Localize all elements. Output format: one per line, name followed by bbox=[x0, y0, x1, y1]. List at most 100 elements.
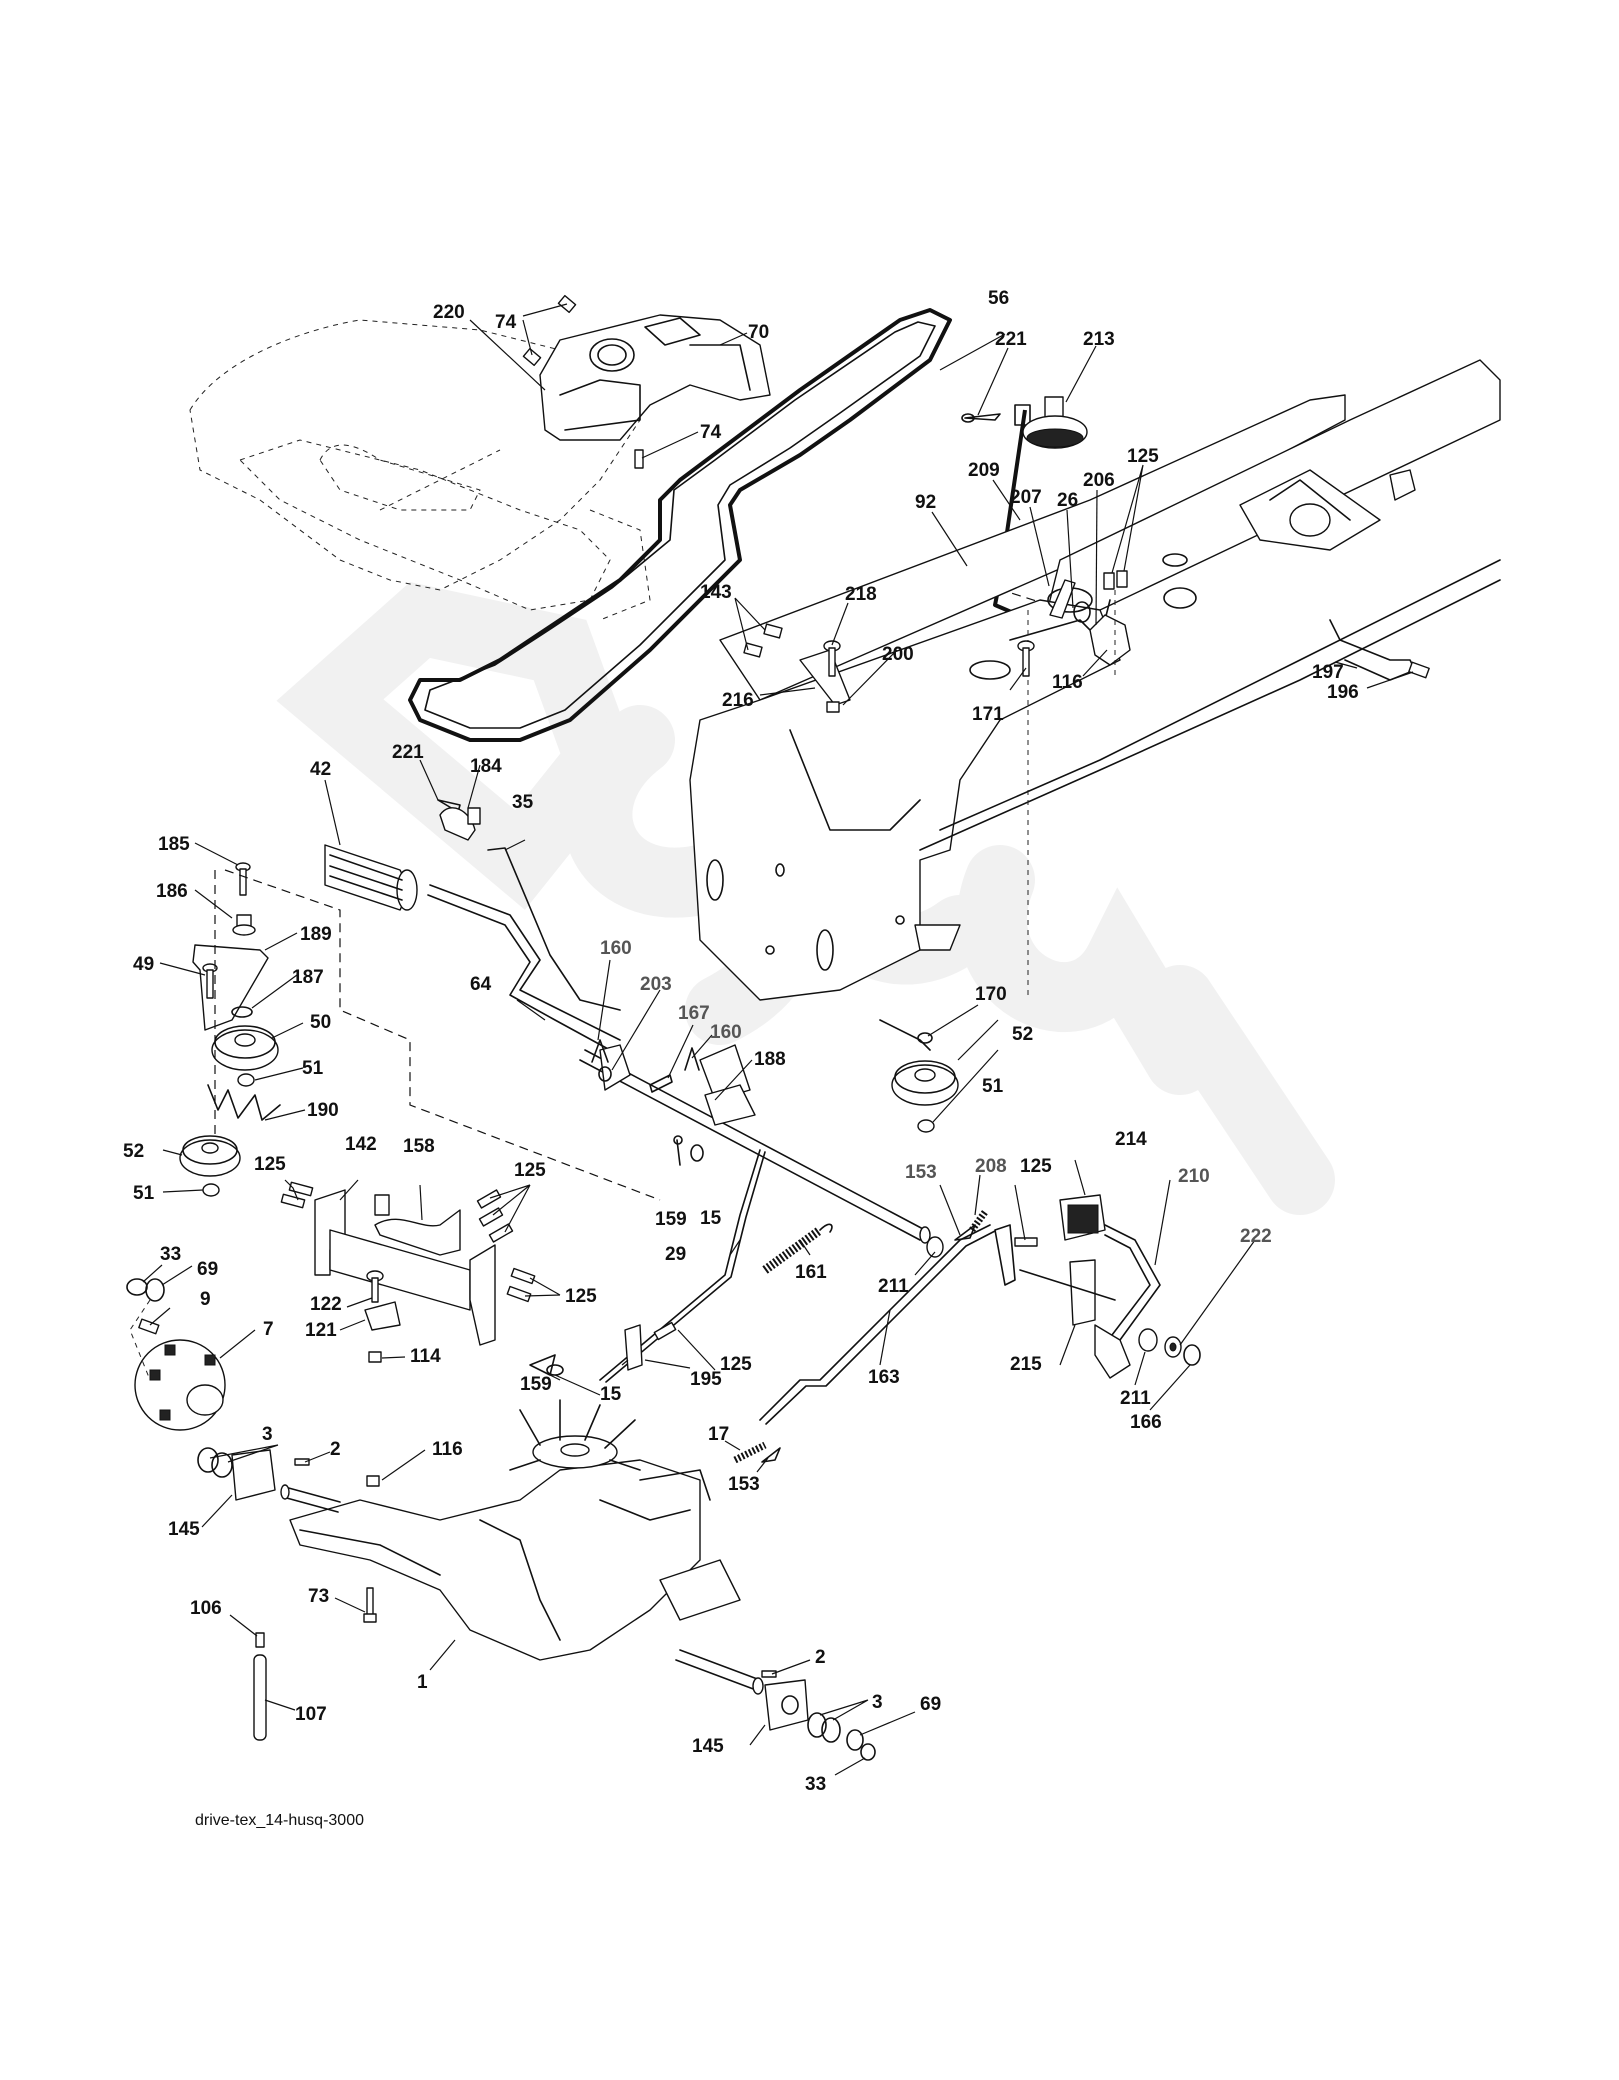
part-206-plate[interactable] bbox=[1089, 614, 1131, 666]
part-125-bolts-bracket[interactable] bbox=[280, 1181, 536, 1303]
part-160-clips[interactable] bbox=[591, 1039, 700, 1071]
part-170-arm[interactable] bbox=[879, 1019, 933, 1051]
part-221-hairpin[interactable] bbox=[961, 413, 1001, 423]
label-189[interactable]: 189 bbox=[300, 924, 332, 945]
label-26[interactable]: 26 bbox=[1057, 490, 1078, 511]
label-167[interactable]: 167 bbox=[678, 1003, 710, 1024]
part-3-seals-b[interactable] bbox=[807, 1712, 841, 1743]
part-2-key-b[interactable] bbox=[761, 1670, 777, 1678]
label-3[interactable]: 3 bbox=[262, 1424, 273, 1445]
part-184-knob[interactable] bbox=[439, 807, 481, 841]
label-29[interactable]: 29 bbox=[665, 1244, 686, 1265]
part-145-mount-a[interactable] bbox=[231, 1449, 276, 1501]
label-125[interactable]: 125 bbox=[254, 1154, 286, 1175]
label-213[interactable]: 213 bbox=[1083, 329, 1115, 350]
label-33[interactable]: 33 bbox=[160, 1244, 181, 1265]
part-50-pulley[interactable] bbox=[211, 1025, 279, 1071]
label-142[interactable]: 142 bbox=[345, 1134, 377, 1155]
part-9-bolt[interactable] bbox=[138, 1318, 160, 1335]
label-106[interactable]: 106 bbox=[190, 1598, 222, 1619]
label-195[interactable]: 195 bbox=[690, 1369, 722, 1390]
label-221[interactable]: 221 bbox=[392, 742, 424, 763]
label-185[interactable]: 185 bbox=[158, 834, 190, 855]
label-158[interactable]: 158 bbox=[403, 1136, 435, 1157]
part-216-bracket[interactable] bbox=[799, 649, 851, 706]
label-125[interactable]: 125 bbox=[514, 1160, 546, 1181]
label-73[interactable]: 73 bbox=[308, 1586, 329, 1607]
part-145-mount-b[interactable] bbox=[764, 1679, 809, 1731]
label-64[interactable]: 64 bbox=[470, 974, 492, 995]
part-143-bolts[interactable] bbox=[743, 623, 783, 658]
part-70-console[interactable] bbox=[539, 314, 771, 441]
label-159[interactable]: 159 bbox=[655, 1209, 687, 1230]
part-185-bolt[interactable] bbox=[235, 862, 251, 896]
part-189-plate[interactable] bbox=[192, 944, 269, 1031]
label-222[interactable]: 222 bbox=[1240, 1226, 1272, 1247]
label-107[interactable]: 107 bbox=[295, 1704, 327, 1725]
label-145[interactable]: 145 bbox=[692, 1736, 724, 1757]
label-56[interactable]: 56 bbox=[988, 288, 1009, 309]
part-15-washer-a[interactable] bbox=[690, 1144, 704, 1162]
part-2-key-a[interactable] bbox=[294, 1458, 310, 1466]
label-116[interactable]: 116 bbox=[432, 1439, 463, 1460]
part-222-washer[interactable] bbox=[1164, 1336, 1182, 1358]
label-160[interactable]: 160 bbox=[710, 1022, 742, 1043]
label-15[interactable]: 15 bbox=[600, 1384, 622, 1405]
part-210-pedal-arm[interactable] bbox=[1104, 1224, 1161, 1346]
part-3-seals-a[interactable] bbox=[197, 1447, 233, 1478]
part-73-bolt[interactable] bbox=[363, 1587, 377, 1623]
label-9[interactable]: 9 bbox=[200, 1289, 211, 1310]
label-215[interactable]: 215 bbox=[1010, 1354, 1042, 1375]
label-51[interactable]: 51 bbox=[982, 1076, 1004, 1097]
label-122[interactable]: 122 bbox=[310, 1294, 342, 1315]
part-52-pulley-a[interactable] bbox=[179, 1135, 241, 1177]
part-158-plate[interactable] bbox=[374, 1194, 461, 1256]
part-56-drive-belt[interactable] bbox=[408, 308, 952, 742]
part-211-bushing-a[interactable] bbox=[926, 1236, 944, 1258]
label-17[interactable]: 17 bbox=[708, 1424, 729, 1445]
label-153[interactable]: 153 bbox=[905, 1162, 937, 1183]
label-2[interactable]: 2 bbox=[815, 1647, 826, 1668]
part-190-spring[interactable] bbox=[207, 1084, 281, 1121]
part-203-washer[interactable] bbox=[598, 1066, 612, 1082]
label-211[interactable]: 211 bbox=[878, 1276, 909, 1297]
label-42[interactable]: 42 bbox=[310, 759, 331, 780]
label-203[interactable]: 203 bbox=[640, 974, 672, 995]
label-50[interactable]: 50 bbox=[310, 1012, 331, 1033]
label-35[interactable]: 35 bbox=[512, 792, 534, 813]
part-69-washer-a[interactable] bbox=[145, 1278, 165, 1302]
part-114-nut[interactable] bbox=[368, 1351, 382, 1363]
label-3[interactable]: 3 bbox=[872, 1692, 883, 1713]
label-186[interactable]: 186 bbox=[156, 881, 188, 902]
part-200-nut[interactable] bbox=[826, 701, 840, 713]
label-52[interactable]: 52 bbox=[1012, 1024, 1033, 1045]
label-187[interactable]: 187 bbox=[292, 967, 324, 988]
part-7-hub[interactable] bbox=[134, 1339, 226, 1431]
label-114[interactable]: 114 bbox=[410, 1346, 441, 1367]
part-214-pedal-pad[interactable] bbox=[1059, 1194, 1106, 1241]
label-74[interactable]: 74 bbox=[495, 312, 517, 333]
part-69-washer-b[interactable] bbox=[846, 1729, 864, 1751]
label-218[interactable]: 218 bbox=[845, 584, 877, 605]
part-125-bolts-top[interactable] bbox=[1103, 570, 1128, 590]
part-33-clip-b[interactable] bbox=[860, 1743, 876, 1761]
label-160[interactable]: 160 bbox=[600, 938, 632, 959]
label-163[interactable]: 163 bbox=[868, 1367, 900, 1388]
part-167-link[interactable] bbox=[649, 1074, 673, 1093]
part-1-transaxle[interactable] bbox=[289, 1459, 741, 1661]
label-51[interactable]: 51 bbox=[302, 1058, 324, 1079]
part-142-bracket[interactable] bbox=[314, 1189, 496, 1346]
part-42-grip[interactable] bbox=[324, 844, 418, 911]
part-26-spring[interactable] bbox=[1073, 601, 1091, 623]
part-153-pin-a[interactable] bbox=[954, 1224, 976, 1241]
label-196[interactable]: 196 bbox=[1327, 682, 1359, 703]
part-187-washer[interactable] bbox=[231, 1006, 253, 1018]
label-166[interactable]: 166 bbox=[1130, 1412, 1162, 1433]
label-2[interactable]: 2 bbox=[330, 1439, 341, 1460]
label-33[interactable]: 33 bbox=[805, 1774, 826, 1795]
label-197[interactable]: 197 bbox=[1312, 662, 1344, 683]
part-166-clip[interactable] bbox=[1183, 1344, 1201, 1366]
label-125[interactable]: 125 bbox=[1127, 446, 1159, 467]
label-210[interactable]: 210 bbox=[1178, 1166, 1210, 1187]
label-7[interactable]: 7 bbox=[263, 1319, 274, 1340]
